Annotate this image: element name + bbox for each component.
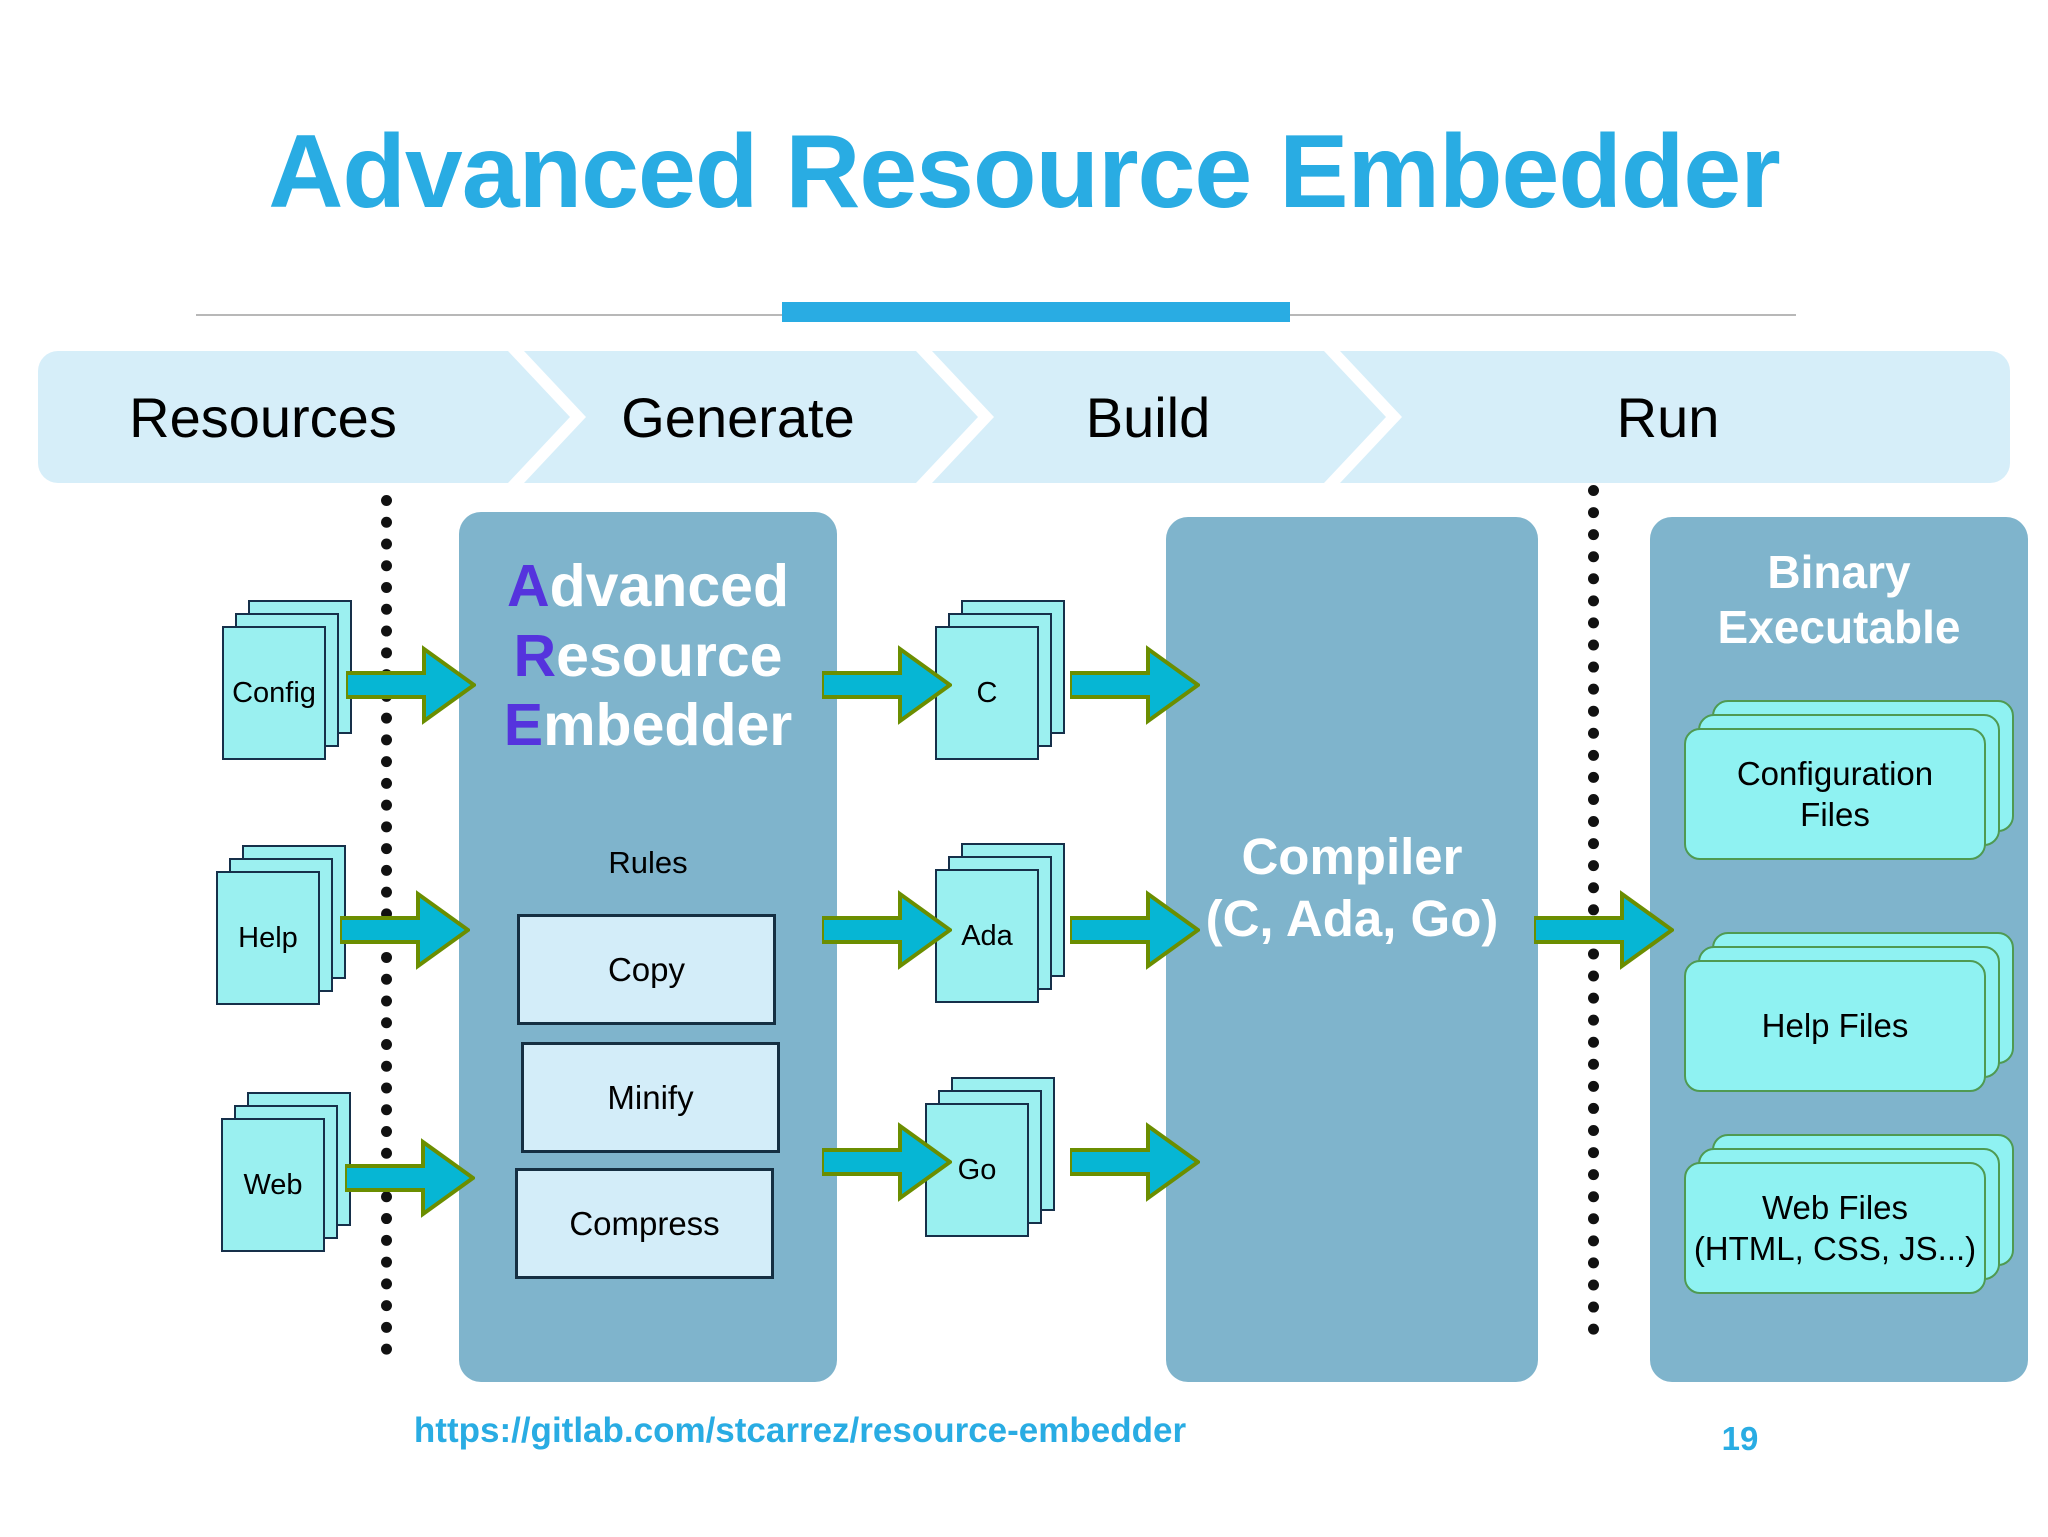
run-card-label-help: Help Files [1761,1007,1909,1045]
arrow-help-to-generate [340,890,470,970]
banner-chevron-shapes [38,351,2010,483]
stack-sheet-front [935,869,1039,1003]
build-panel [1166,517,1538,1382]
rule-box-copy[interactable]: Copy [517,914,776,1025]
are-cap-r: R [513,622,557,689]
rules-heading: Rules [608,845,688,880]
run-card-line-2: Files [1800,796,1870,833]
arrow-generate-to-c [822,645,952,725]
run-card-label-configuration: Configuration Files [1684,728,1986,860]
card-sheet-front [1684,728,1986,860]
arrow-ada-to-compiler [1070,890,1200,970]
run-card-line-1: Configuration [1736,754,1934,792]
footer-url[interactable]: https://gitlab.com/stcarrez/resource-emb… [413,1411,1187,1450]
stack-sheet-front [222,626,326,760]
output-stack-c[interactable]: C [935,600,1065,760]
compiler-line-1: Compiler [1241,828,1463,885]
run-card-web-files[interactable]: Web Files (HTML, CSS, JS...) [1684,1134,2014,1294]
run-card-configuration-files[interactable]: Configuration Files [1684,700,2014,860]
run-card-label-web: Web Files (HTML, CSS, JS...) [1684,1162,1986,1294]
run-card-line-2: (HTML, CSS, JS...) [1693,1230,1977,1267]
are-acronym-block: Advanced Resource Embedder [459,552,837,761]
rule-box-minify[interactable]: Minify [521,1042,780,1153]
run-panel-title: Binary Executable [1650,545,2028,655]
stage-banner: Resources Generate Build Run [38,351,2010,483]
arrow-generate-to-go [822,1122,952,1202]
card-sheet-front [1684,960,1986,1092]
resource-label-help: Help [238,921,298,954]
resource-stack-help[interactable]: Help [216,845,346,1005]
arrow-compiler-to-run [1534,890,1674,970]
are-line-embedder: Embedder [459,691,837,761]
are-cap-a: A [507,553,550,619]
resource-label-config: Config [232,676,316,709]
stack-sheet-front [221,1118,325,1252]
are-line-resource: Resource [459,622,837,692]
arrow-web-to-generate [345,1138,475,1218]
are-cap-e: E [503,692,544,759]
title-accent-bar [782,302,1290,322]
stack-sheet-front [216,871,320,1005]
stage-label-build[interactable]: Build [1085,385,1211,449]
resource-stack-config[interactable]: Config [222,600,352,760]
are-rest-resource: esource [556,622,783,689]
stack-sheet-front [925,1103,1029,1237]
stage-label-resources[interactable]: Resources [129,385,397,449]
slide-page-number: 19 [1721,1420,1759,1457]
divider-build-run [1588,485,1599,1335]
output-label-c: C [976,676,998,709]
stage-label-generate[interactable]: Generate [621,385,855,449]
stack-sheet-front [935,626,1039,760]
are-rest-embedder: mbedder [543,692,793,759]
output-label-ada: Ada [961,919,1013,952]
output-label-go: Go [957,1153,997,1186]
run-title-line-1: Binary [1767,546,1911,598]
rule-box-compress[interactable]: Compress [515,1168,774,1279]
run-card-line-1: Web Files [1761,1188,1909,1226]
stage-label-run[interactable]: Run [1616,385,1720,449]
output-stack-ada[interactable]: Ada [935,843,1065,1003]
are-line-advanced: Advanced [459,552,837,622]
resource-label-web: Web [243,1168,303,1201]
are-rest-advanced: dvanced [549,553,789,619]
compiler-line-2: (C, Ada, Go) [1205,890,1499,948]
page-title: Advanced Resource Embedder [268,114,1780,230]
arrow-go-to-compiler [1070,1122,1200,1202]
run-title-line-2: Executable [1717,601,1961,654]
arrow-generate-to-ada [822,890,952,970]
card-sheet-front [1684,1162,1986,1294]
arrow-c-to-compiler [1070,645,1200,725]
arrow-config-to-generate [346,645,476,725]
compiler-caption: Compiler (C, Ada, Go) [1166,826,1538,950]
run-card-help-files[interactable]: Help Files [1684,932,2014,1092]
resource-stack-web[interactable]: Web [221,1092,351,1252]
